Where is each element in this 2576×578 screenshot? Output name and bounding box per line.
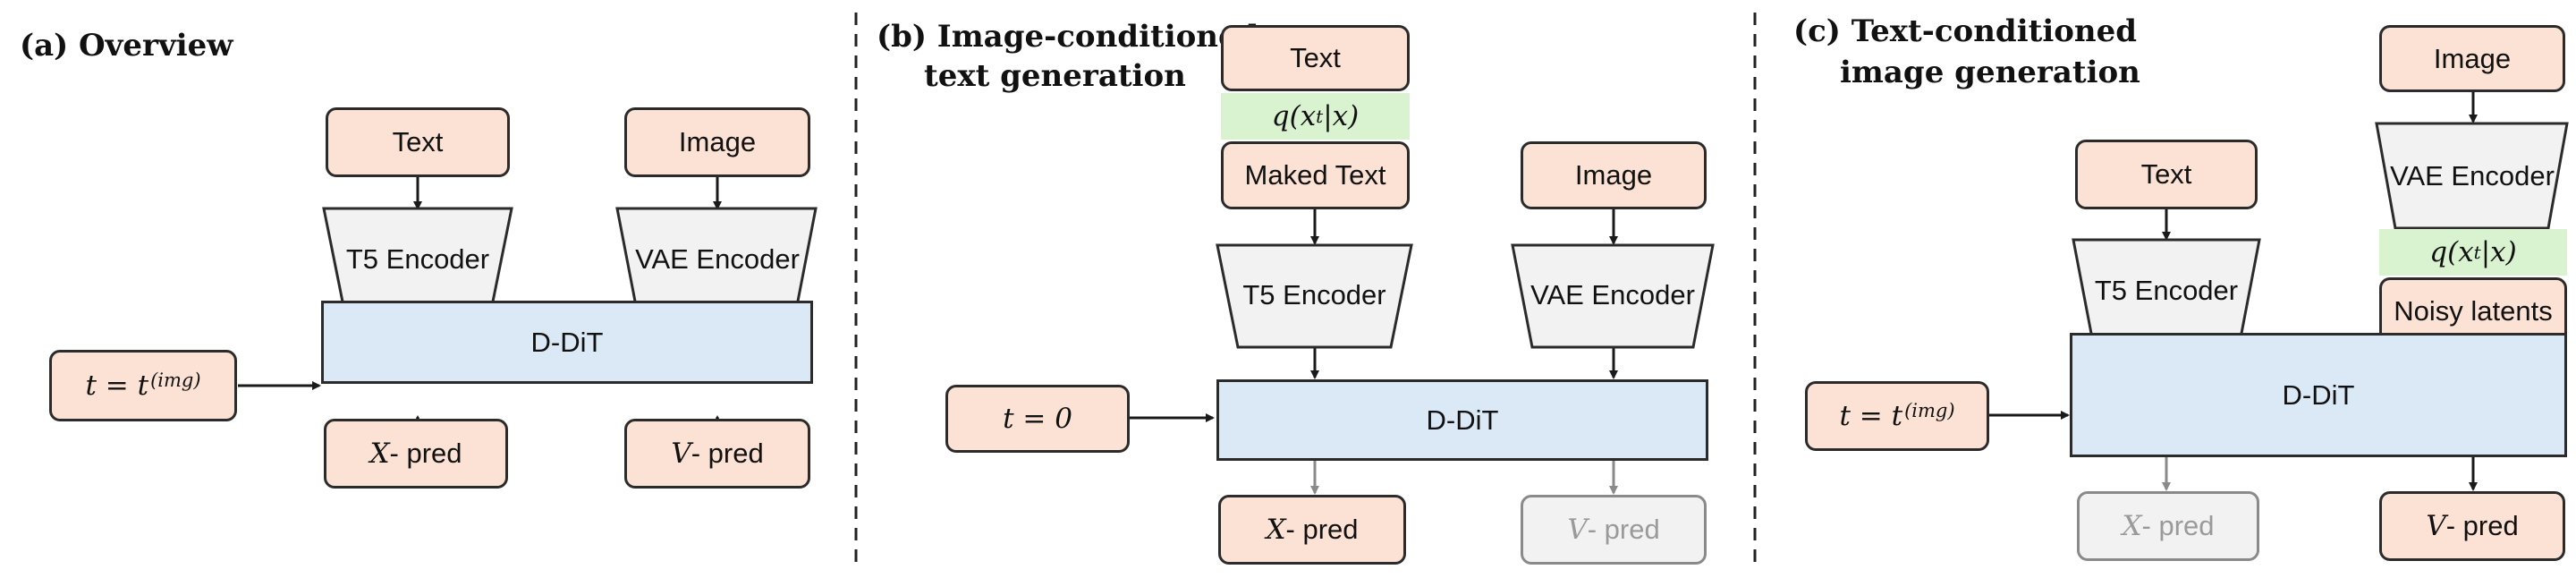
t5-encoder-shape-b [1216,243,1413,349]
t5-encoder-label: T5 Encoder [1242,279,1386,310]
v-variable: V [2426,510,2446,542]
timestep-label: t = 0 [1003,403,1072,435]
ddit-block: D-DiT [1216,379,1708,461]
x-pred-box-inactive: X- pred [2077,491,2259,561]
image-input-box: Image [624,107,810,177]
timestep-box: t = t(img) [1805,381,1989,451]
timestep-label: t = t [85,370,149,402]
timestep-superscript: (img) [1904,400,1955,421]
timestep-label: t = t [1839,400,1903,432]
v-pred-box: V- pred [2379,491,2565,561]
panel-a-title: (a) Overview [20,28,233,64]
v-variable: V [1567,514,1588,546]
vae-encoder-shape-c [2375,122,2569,230]
vae-encoder-label: VAE Encoder [635,243,800,275]
v-variable: V [671,438,691,470]
ddit-block: D-DiT [2070,333,2567,457]
v-pred-box: V- pred [624,419,810,489]
vae-encoder-label: VAE Encoder [2390,160,2555,191]
timestep-box: t = 0 [945,385,1130,453]
x-variable: X [369,438,390,470]
x-pred-label: - pred [1285,514,1359,545]
v-pred-box-inactive: V- pred [1521,495,1707,565]
v-pred-label: - pred [1587,514,1660,545]
ddit-block: D-DiT [321,301,813,384]
vae-encoder-label: VAE Encoder [1530,279,1695,310]
panel-c-title-line1: (c) Text-conditioned [1793,13,2138,49]
panel-c-title-line2: image generation [1840,55,2140,90]
timestep-superscript: (img) [150,370,201,391]
text-input-box: Text [2075,140,2258,209]
x-pred-label: - pred [2141,510,2215,541]
text-input-box: Text [326,107,510,177]
x-variable: X [2122,510,2142,542]
v-pred-label: - pred [691,438,764,469]
panel-b-title-line2: text generation [924,58,1186,94]
x-pred-box: X- pred [324,419,508,489]
image-input-box: Image [1521,141,1707,209]
t5-encoder-label: T5 Encoder [2094,275,2239,306]
x-variable: X [1266,514,1286,546]
timestep-box: t = t(img) [49,350,237,421]
masked-text-box: Maked Text [1221,141,1410,209]
image-input-box: Image [2379,25,2565,92]
vae-encoder-shape-b [1511,243,1715,349]
text-input-box: Text [1221,25,1410,91]
t5-encoder-label: T5 Encoder [345,243,490,275]
v-pred-label: - pred [2445,510,2519,541]
x-pred-box: X- pred [1218,495,1406,565]
panel-b-title-line1: (b) Image-conditioned [877,19,1259,55]
x-pred-label: - pred [389,438,462,469]
